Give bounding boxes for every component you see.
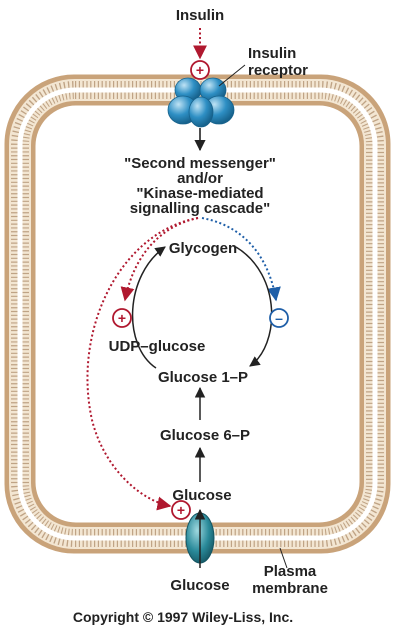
membrane-leader-line — [279, 547, 288, 569]
activate-glucose-transport-arrow — [86, 217, 199, 511]
glucose-inside-label: Glucose — [172, 487, 231, 504]
glycogen-label: Glycogen — [169, 240, 237, 257]
glycogen-breakdown-arrow — [235, 246, 273, 367]
receptor-leader-line — [218, 64, 246, 87]
messenger-line2: and/or — [177, 170, 223, 187]
svg-text:–: – — [275, 310, 283, 326]
transport-plus-icon: + — [171, 500, 191, 520]
svg-text:+: + — [118, 310, 126, 326]
copyright-text: Copyright © 1997 Wiley-Liss, Inc. — [73, 609, 293, 625]
receptor-label-line2: receptor — [248, 62, 308, 79]
insulin-label: Insulin — [176, 7, 224, 24]
messenger-line3: "Kinase-mediated — [136, 185, 263, 202]
insulin-plus-icon: + — [190, 60, 210, 80]
receptor-label-line1: Insulin — [248, 45, 296, 62]
insulin-receptor — [167, 77, 235, 128]
glycogen-synthesis-arrow — [131, 246, 166, 369]
membrane-label-line2: membrane — [252, 580, 328, 597]
activate-glycogen-synthesis-arrow — [120, 217, 199, 302]
breakdown-minus-icon: – — [269, 308, 289, 328]
membrane-label-line1: Plasma — [264, 563, 317, 580]
inhibit-glycogen-breakdown-arrow — [201, 217, 281, 302]
messenger-line1: "Second messenger" — [124, 155, 276, 172]
svg-text:+: + — [196, 62, 204, 78]
glucose-1p-label: Glucose 1–P — [158, 369, 248, 386]
glucose-6p-label: Glucose 6–P — [160, 427, 250, 444]
glucose-outside-label: Glucose — [170, 577, 229, 594]
messenger-line4: signalling cascade" — [130, 200, 271, 217]
plasma-membrane — [4, 74, 391, 554]
udp-glucose-label: UDP–glucose — [109, 338, 206, 355]
svg-text:+: + — [177, 502, 185, 518]
synthesis-plus-icon: + — [112, 308, 132, 328]
